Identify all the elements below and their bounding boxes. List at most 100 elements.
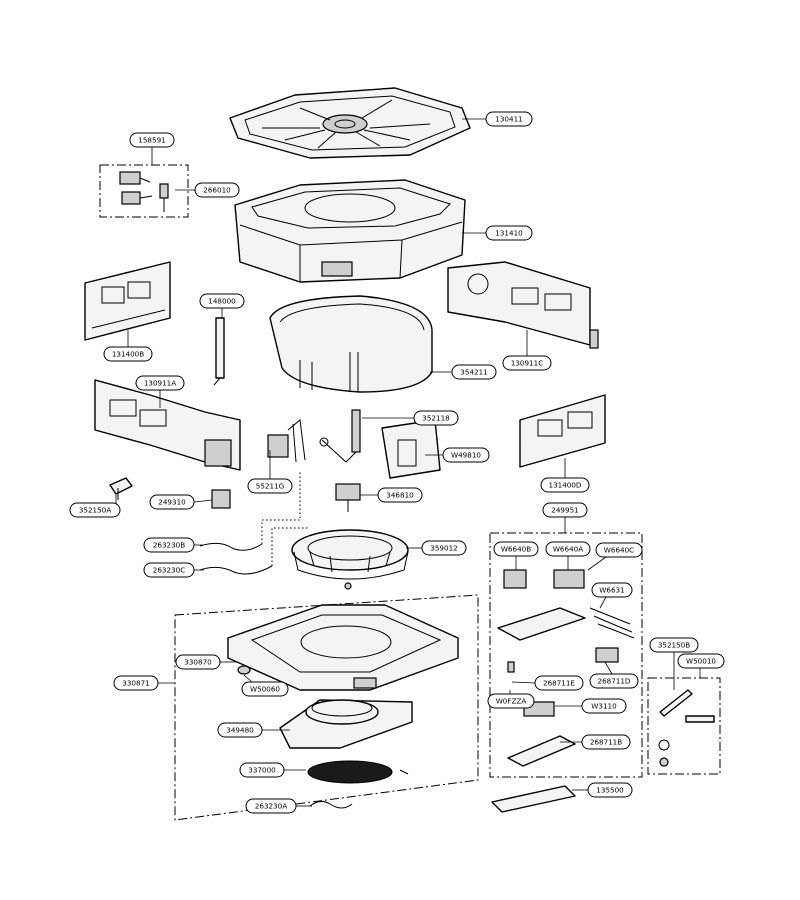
svg-text:354211: 354211 [460,368,487,377]
label-130411: 130411 [485,111,533,127]
part-motor-346810 [335,483,361,512]
label-W49810: W49810 [442,447,490,463]
part-wires-263230 [199,470,310,575]
svg-text:130911C: 130911C [511,359,543,368]
svg-text:330871: 330871 [122,679,149,688]
part-wire-263230A [309,800,353,809]
svg-text:W3110: W3110 [591,702,617,711]
label-359012: 359012 [421,540,467,556]
svg-text:249951: 249951 [551,506,578,515]
label-249310: 249310 [149,494,195,510]
part-fan-359012 [291,529,409,590]
svg-text:263230C: 263230C [153,566,185,575]
part-bracket-148000 [213,317,225,386]
label-354211: 354211 [451,364,497,380]
label-135500: 135500 [587,782,633,798]
part-base-frame-330870 [227,604,459,691]
svg-text:W6631: W6631 [599,586,624,595]
svg-text:330870: 330870 [184,658,212,667]
part-hardware-group-352150B [647,677,721,775]
part-electrical-group-249951 [489,532,643,778]
part-pipe-352150A [109,477,133,500]
label-W6640B: W6640B [493,541,539,557]
svg-text:263230B: 263230B [153,541,185,550]
part-top-panel-130411 [229,87,471,159]
label-330871: 330871 [113,675,159,691]
label-268711D: 268711D [589,673,639,689]
svg-text:W6640C: W6640C [604,546,634,555]
label-249951: 249951 [542,502,588,518]
label-337000: 337000 [239,762,285,778]
svg-text:268711D: 268711D [598,677,631,686]
label-131400D: 131400D [540,477,590,493]
svg-text:263230A: 263230A [255,802,287,811]
label-263230A: 263230A [245,798,297,814]
label-346810: 346810 [377,487,423,503]
svg-text:131400D: 131400D [549,481,582,490]
label-266010: 266010 [194,182,240,198]
part-grille-337000 [307,760,409,784]
label-148000: 148000 [199,293,245,309]
svg-text:W0FZZA: W0FZZA [496,697,527,706]
svg-text:337000: 337000 [248,766,276,775]
part-drain-pan-349480 [279,699,413,749]
label-131400B: 131400B [103,346,153,362]
label-349480: 349480 [217,722,263,738]
part-casing-131410 [234,179,466,283]
part-side-panel-130911C [447,261,599,349]
svg-text:W50060: W50060 [250,685,280,694]
svg-text:268711B: 268711B [590,738,622,747]
part-side-panel-131400D [519,394,606,468]
part-control-parts-158591 [99,164,189,218]
svg-text:55211G: 55211G [256,482,284,491]
svg-text:W6640A: W6640A [553,545,583,554]
svg-text:W49810: W49810 [451,451,481,460]
part-pipe-352118 [319,409,361,463]
svg-text:130911A: 130911A [144,379,176,388]
leader-lines [115,118,701,807]
label-130911A: 130911A [135,375,185,391]
label-W50060: W50060 [241,681,289,697]
label-W3110: W3110 [581,698,627,714]
svg-text:349480: 349480 [226,726,254,735]
svg-text:131400B: 131400B [112,350,144,359]
part-drain-cover-W49810 [381,419,441,479]
label-55211G: 55211G [247,478,293,494]
svg-text:130411: 130411 [495,115,522,124]
part-side-panel-130911A [94,379,241,471]
label-130911C: 130911C [502,355,552,371]
svg-text:352118: 352118 [422,414,450,423]
label-268711E: 268711E [534,675,584,691]
part-screw-W50060 [237,665,251,675]
part-side-panel-131400B [84,261,171,341]
part-plate-135500 [491,785,576,813]
part-valve-55211G [267,419,306,463]
svg-text:346810: 346810 [386,491,414,500]
label-352150B: 352150B [649,637,699,653]
svg-text:359012: 359012 [430,544,457,553]
label-W6640A: W6640A [545,541,591,557]
label-W6631: W6631 [591,582,633,598]
svg-text:352150B: 352150B [658,641,690,650]
svg-text:158591: 158591 [138,136,165,145]
label-W0FZZA: W0FZZA [487,693,535,709]
svg-text:135500: 135500 [596,786,624,795]
label-263230B: 263230B [143,537,195,553]
part-frame-330871 [174,594,479,821]
svg-text:W6640B: W6640B [501,545,531,554]
svg-text:148000: 148000 [208,297,236,306]
label-131410: 131410 [485,225,533,241]
label-330870: 330870 [175,654,221,670]
part-bracket-249310 [211,489,231,509]
svg-text:W50010: W50010 [686,657,716,666]
label-W50010: W50010 [677,653,725,669]
part-heat-exchanger-354211 [269,295,433,393]
label-W6640C: W6640C [595,542,643,558]
svg-text:352150A: 352150A [79,506,111,515]
svg-text:131410: 131410 [495,229,523,238]
label-158591: 158591 [129,132,175,148]
label-263230C: 263230C [143,562,195,578]
label-268711B: 268711B [581,734,631,750]
label-352150A: 352150A [69,502,121,518]
